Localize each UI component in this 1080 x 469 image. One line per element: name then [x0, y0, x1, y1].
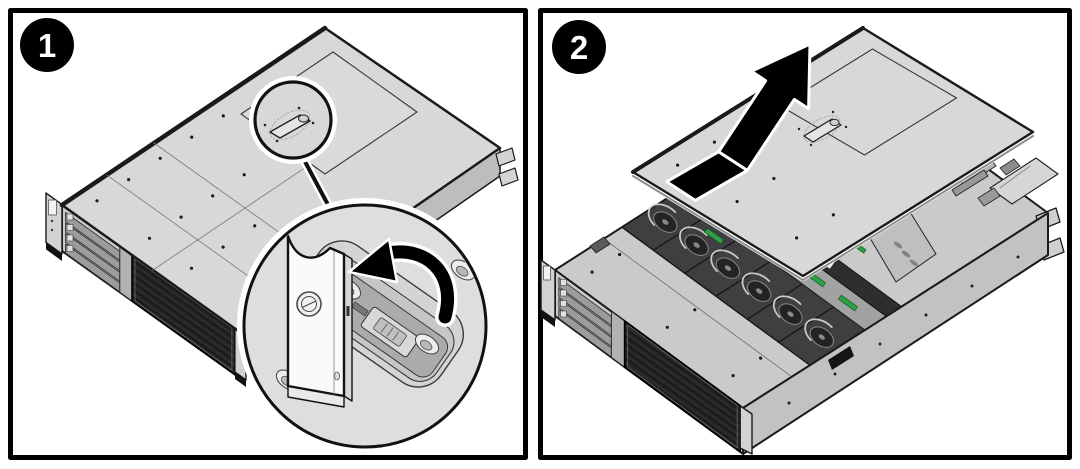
front-grille: [623, 320, 741, 453]
psu-area: [951, 157, 1059, 207]
chassis-right-side: [742, 212, 1049, 455]
step-1-badge: 1: [20, 18, 74, 72]
rack-rail-tab: [495, 147, 516, 167]
chassis-front-panel: [45, 192, 247, 387]
rotate-latch-arrow-icon: [347, 237, 458, 327]
panel-step-2: 2: [538, 8, 1072, 460]
right-rack-ear: [739, 405, 753, 455]
chassis-front-panel: [540, 259, 753, 455]
latch-detail-circle: [237, 198, 493, 454]
top-cover-lifted: [628, 23, 1038, 281]
server-open-illustration: [538, 8, 1072, 460]
drive-bays: [65, 212, 121, 293]
cover-screws: [95, 114, 257, 270]
panel-step-1: 1: [8, 8, 528, 460]
latch-icon: [263, 106, 315, 143]
drive-bays: [558, 277, 612, 358]
lift-cover-arrow-icon: [665, 42, 812, 202]
step-2-badge: 2: [552, 20, 606, 74]
rack-rail-tab: [498, 167, 519, 187]
server-closed-illustration: [8, 8, 528, 460]
release-latch-door: [286, 234, 353, 408]
latch-icon: [797, 110, 848, 147]
cover-label-recess: [779, 48, 958, 156]
latch-location-callout-circle: [249, 76, 337, 164]
